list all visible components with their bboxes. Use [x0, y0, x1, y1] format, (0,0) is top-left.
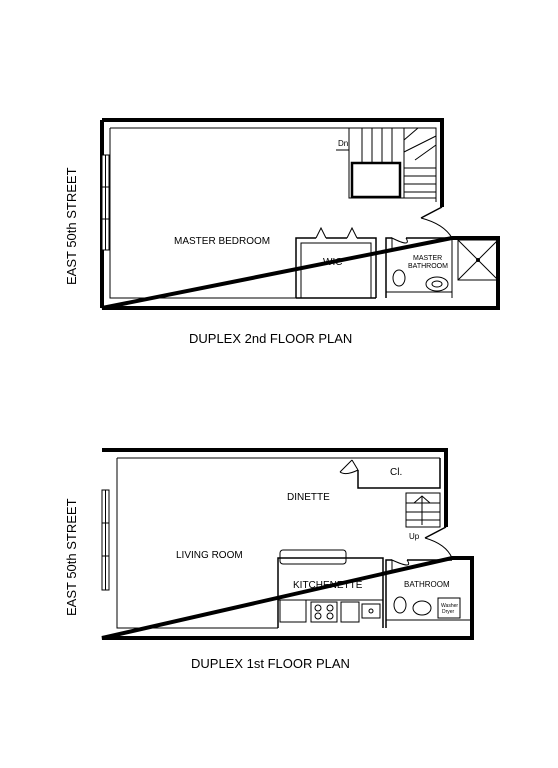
kitchenette: KITCHENETTE — [277, 549, 384, 628]
lower-entry-door — [424, 526, 453, 559]
lower-windows — [101, 489, 110, 591]
kitchenette-label: KITCHENETTE — [293, 580, 363, 591]
upper-plan-title: DUPLEX 2nd FLOOR PLAN — [189, 331, 352, 346]
dryer-label: Dryer — [442, 609, 455, 615]
master-bathroom: MASTER BATHROOM — [385, 237, 499, 298]
washer-dryer-icon — [437, 597, 461, 619]
lower-stair-label: Up — [409, 532, 420, 541]
sink-icon — [425, 276, 449, 292]
lower-staircase: Up — [405, 492, 441, 541]
upper-windows — [101, 154, 110, 251]
stove-icon — [310, 601, 338, 623]
lower-inner-wall — [116, 457, 440, 629]
master-bathroom-label-1: MASTER — [413, 255, 442, 262]
master-bathroom-label-2: BATHROOM — [408, 263, 448, 270]
upper-stair-label: Dn — [338, 139, 348, 148]
lower-outer-wall — [101, 448, 474, 640]
kitchen-sink-icon — [361, 603, 381, 619]
lower-street-label: EAST 50th STREET — [64, 498, 79, 616]
dinette-label: DINETTE — [287, 492, 330, 503]
lower-sink-icon — [412, 600, 432, 616]
washer-label: Washer — [441, 603, 458, 609]
upper-staircase: Dn — [336, 127, 437, 199]
closet: Cl. — [339, 458, 441, 489]
living-room-label: LIVING ROOM — [176, 550, 243, 561]
bathroom-label: BATHROOM — [404, 580, 450, 589]
upper-street-label: EAST 50th STREET — [64, 167, 79, 285]
upper-entry-door — [420, 206, 453, 239]
lower-plan-title: DUPLEX 1st FLOOR PLAN — [191, 656, 350, 671]
walk-in-closet: WIC — [295, 226, 377, 299]
upper-floor-plan: Dn WIC MAS — [64, 118, 500, 346]
closet-label: Cl. — [390, 467, 402, 478]
master-bedroom-label: MASTER BEDROOM — [174, 236, 270, 247]
lower-toilet-icon — [393, 596, 407, 614]
upper-outer-wall — [101, 118, 500, 310]
toilet-icon — [392, 269, 406, 287]
wic-label: WIC — [323, 257, 342, 268]
lower-bathroom: BATHROOM Washer Dryer — [385, 559, 472, 628]
lower-floor-plan: Cl. Up KIT — [64, 448, 474, 671]
